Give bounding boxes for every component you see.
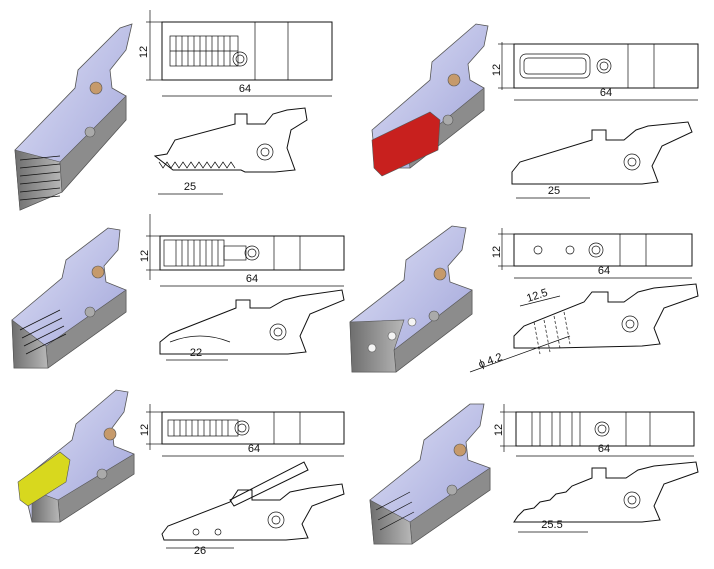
- height-dimension: 12: [493, 404, 516, 452]
- svg-text:64: 64: [248, 443, 260, 455]
- svg-text:12: 12: [138, 46, 150, 58]
- height-dimension: 12: [491, 228, 514, 270]
- svg-text:12: 12: [491, 246, 503, 258]
- height-dimension: 12: [138, 10, 162, 81]
- panel-5: 12 64 26: [17, 389, 345, 557]
- svg-text:12: 12: [493, 424, 505, 436]
- svg-text:64: 64: [239, 83, 251, 95]
- svg-text:12: 12: [491, 64, 503, 76]
- length-dimension: 64: [160, 273, 344, 287]
- feature-dimension: 25.5: [518, 519, 588, 533]
- top-view: [159, 235, 345, 271]
- bolt-icon: [453, 443, 467, 457]
- panel-3: 12 64 22: [11, 214, 345, 369]
- panel-4: 12 64 12.5 ϕ 4.2: [349, 225, 699, 373]
- spacing-dimension: 12.5: [519, 287, 561, 307]
- svg-text:12: 12: [139, 250, 151, 262]
- svg-text:12.5: 12.5: [525, 287, 549, 305]
- panel-2: 12 64 25: [371, 23, 699, 199]
- jaw-3d-view: [371, 23, 489, 177]
- bolt-icon: [89, 81, 103, 95]
- jaw-3d-view: [14, 23, 133, 211]
- length-dimension: 64: [162, 443, 344, 457]
- svg-text:64: 64: [598, 443, 610, 455]
- bolt-icon: [433, 267, 447, 281]
- side-view: [513, 461, 699, 523]
- svg-text:22: 22: [190, 347, 202, 359]
- panel-6: 12 64 25.5: [369, 403, 699, 545]
- top-view: [161, 21, 333, 81]
- bolt-icon: [103, 427, 117, 441]
- length-dimension: 64: [514, 265, 692, 279]
- svg-text:64: 64: [598, 265, 610, 277]
- bolt-icon: [447, 73, 461, 87]
- svg-text:64: 64: [600, 87, 612, 99]
- feature-dimension: 22: [166, 347, 228, 361]
- side-view: [153, 107, 308, 173]
- bolt-icon: [91, 265, 105, 279]
- jaw-3d-view: [17, 389, 135, 523]
- top-view: [515, 411, 695, 447]
- red-pad-icon: [371, 111, 441, 177]
- svg-text:12: 12: [139, 424, 151, 436]
- side-view: [511, 121, 693, 185]
- side-view: [513, 283, 699, 355]
- svg-text:64: 64: [246, 273, 258, 285]
- feature-dimension: 25: [158, 181, 223, 195]
- feature-dimension: 26: [166, 545, 234, 557]
- svg-text:ϕ 4.2: ϕ 4.2: [477, 351, 504, 371]
- yellow-pad-icon: [17, 451, 71, 507]
- svg-text:25: 25: [184, 181, 196, 193]
- jaw-3d-view: [11, 227, 127, 369]
- top-view: [161, 411, 345, 445]
- diameter-dimension: ϕ 4.2: [469, 335, 571, 373]
- height-dimension: 12: [139, 404, 162, 450]
- length-dimension: 64: [162, 83, 332, 97]
- height-dimension: 12: [491, 42, 514, 90]
- jaw-3d-view: [349, 225, 473, 373]
- svg-text:26: 26: [194, 545, 206, 557]
- panel-1: 12 64 25: [14, 10, 333, 211]
- top-view: [513, 233, 693, 267]
- jaw-3d-view: [369, 403, 491, 545]
- top-view: [513, 43, 699, 89]
- side-view: [161, 461, 345, 541]
- length-dimension: 64: [514, 87, 698, 101]
- svg-text:25: 25: [548, 185, 560, 197]
- feature-dimension: 25: [516, 185, 590, 199]
- side-view: [159, 289, 345, 355]
- length-dimension: 64: [516, 443, 694, 457]
- height-dimension: 12: [139, 214, 160, 280]
- svg-text:25.5: 25.5: [541, 519, 562, 531]
